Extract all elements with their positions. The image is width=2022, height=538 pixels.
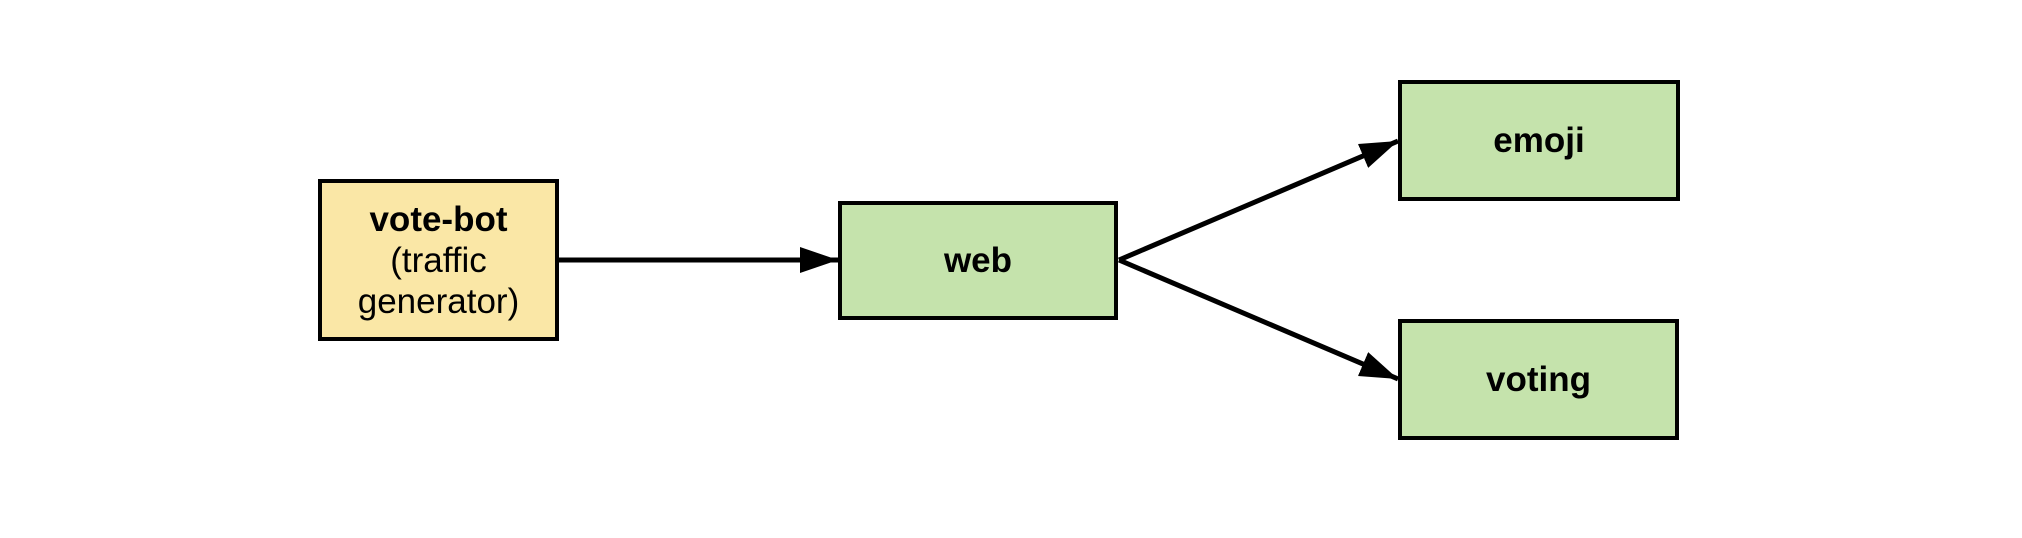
node-web: web [838,201,1118,320]
node-vote-bot: vote-bot (traffic generator) [318,179,559,341]
node-web-label: web [943,241,1013,280]
node-voting-label: voting [1486,360,1591,399]
node-emoji: emoji [1398,80,1680,201]
node-voting: voting [1398,319,1679,440]
node-vote-bot-label: vote-bot [369,199,508,239]
node-emoji-label: emoji [1493,121,1585,160]
edge-web-to-voting [1118,257,1399,382]
edge-web-to-emoji [1118,138,1399,263]
node-vote-bot-sublabel: (traffic generator) [357,240,520,321]
